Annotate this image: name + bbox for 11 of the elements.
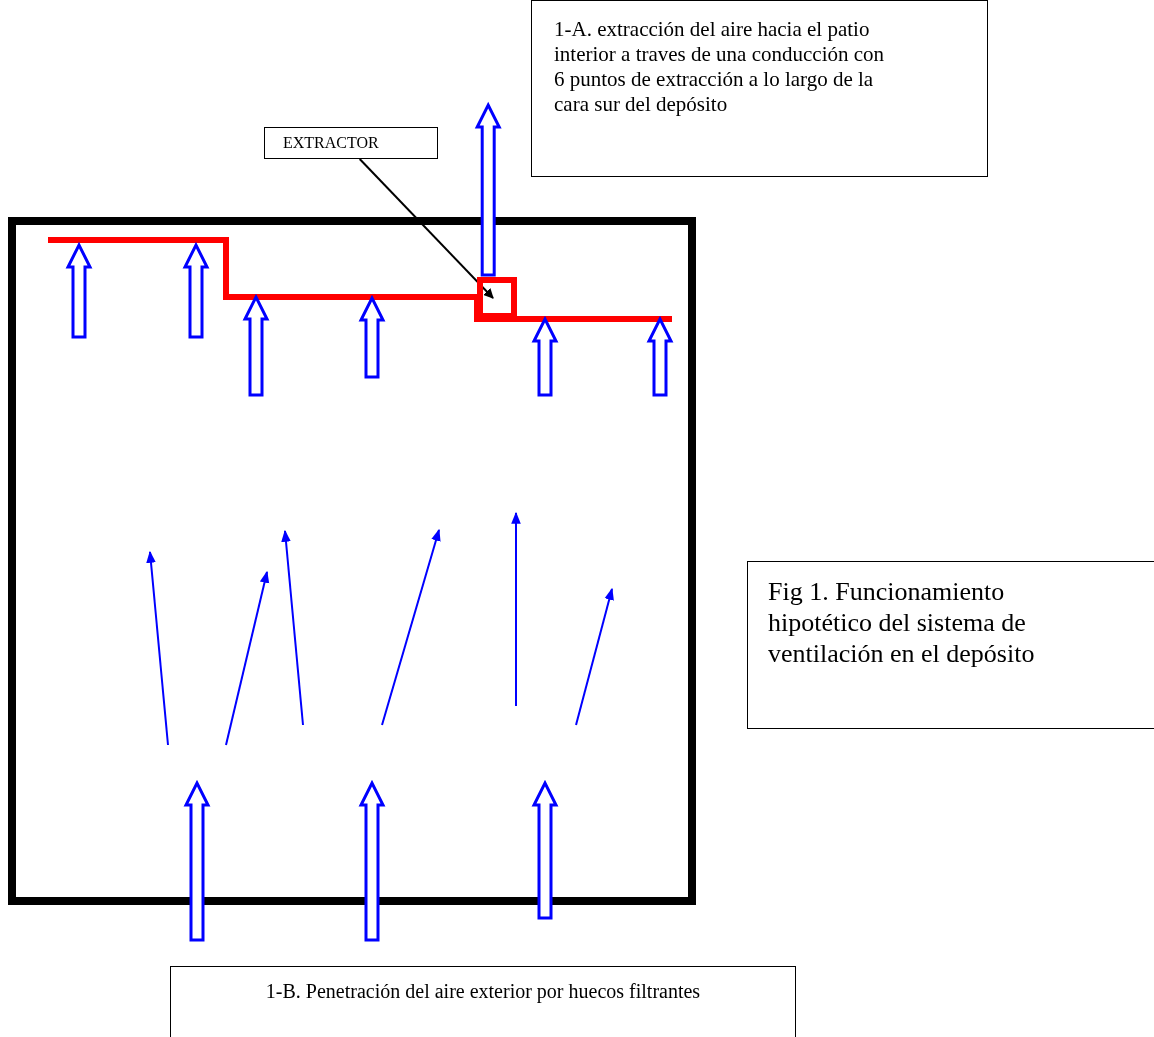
block-arrow <box>474 101 502 277</box>
leader-arrow <box>358 158 494 299</box>
text-box <box>747 561 1154 729</box>
text-box <box>531 0 988 177</box>
box-text: Fig 1. Funcionamiento hipotético del sistema de ventilación en el depósito <box>768 577 1035 668</box>
box-text: EXTRACTOR <box>283 134 379 151</box>
extractor-box <box>477 277 517 319</box>
box-text: 1-B. Penetración del aire exterior por huecos filtrantes <box>265 980 701 1002</box>
text-box <box>170 966 796 1037</box>
box-text: 1-A. extracción del aire hacia el patio interior a traves de una conducción con 6 puntos de extracción a lo largo de la cara sur del depósito <box>554 17 885 116</box>
text-box <box>264 127 438 159</box>
